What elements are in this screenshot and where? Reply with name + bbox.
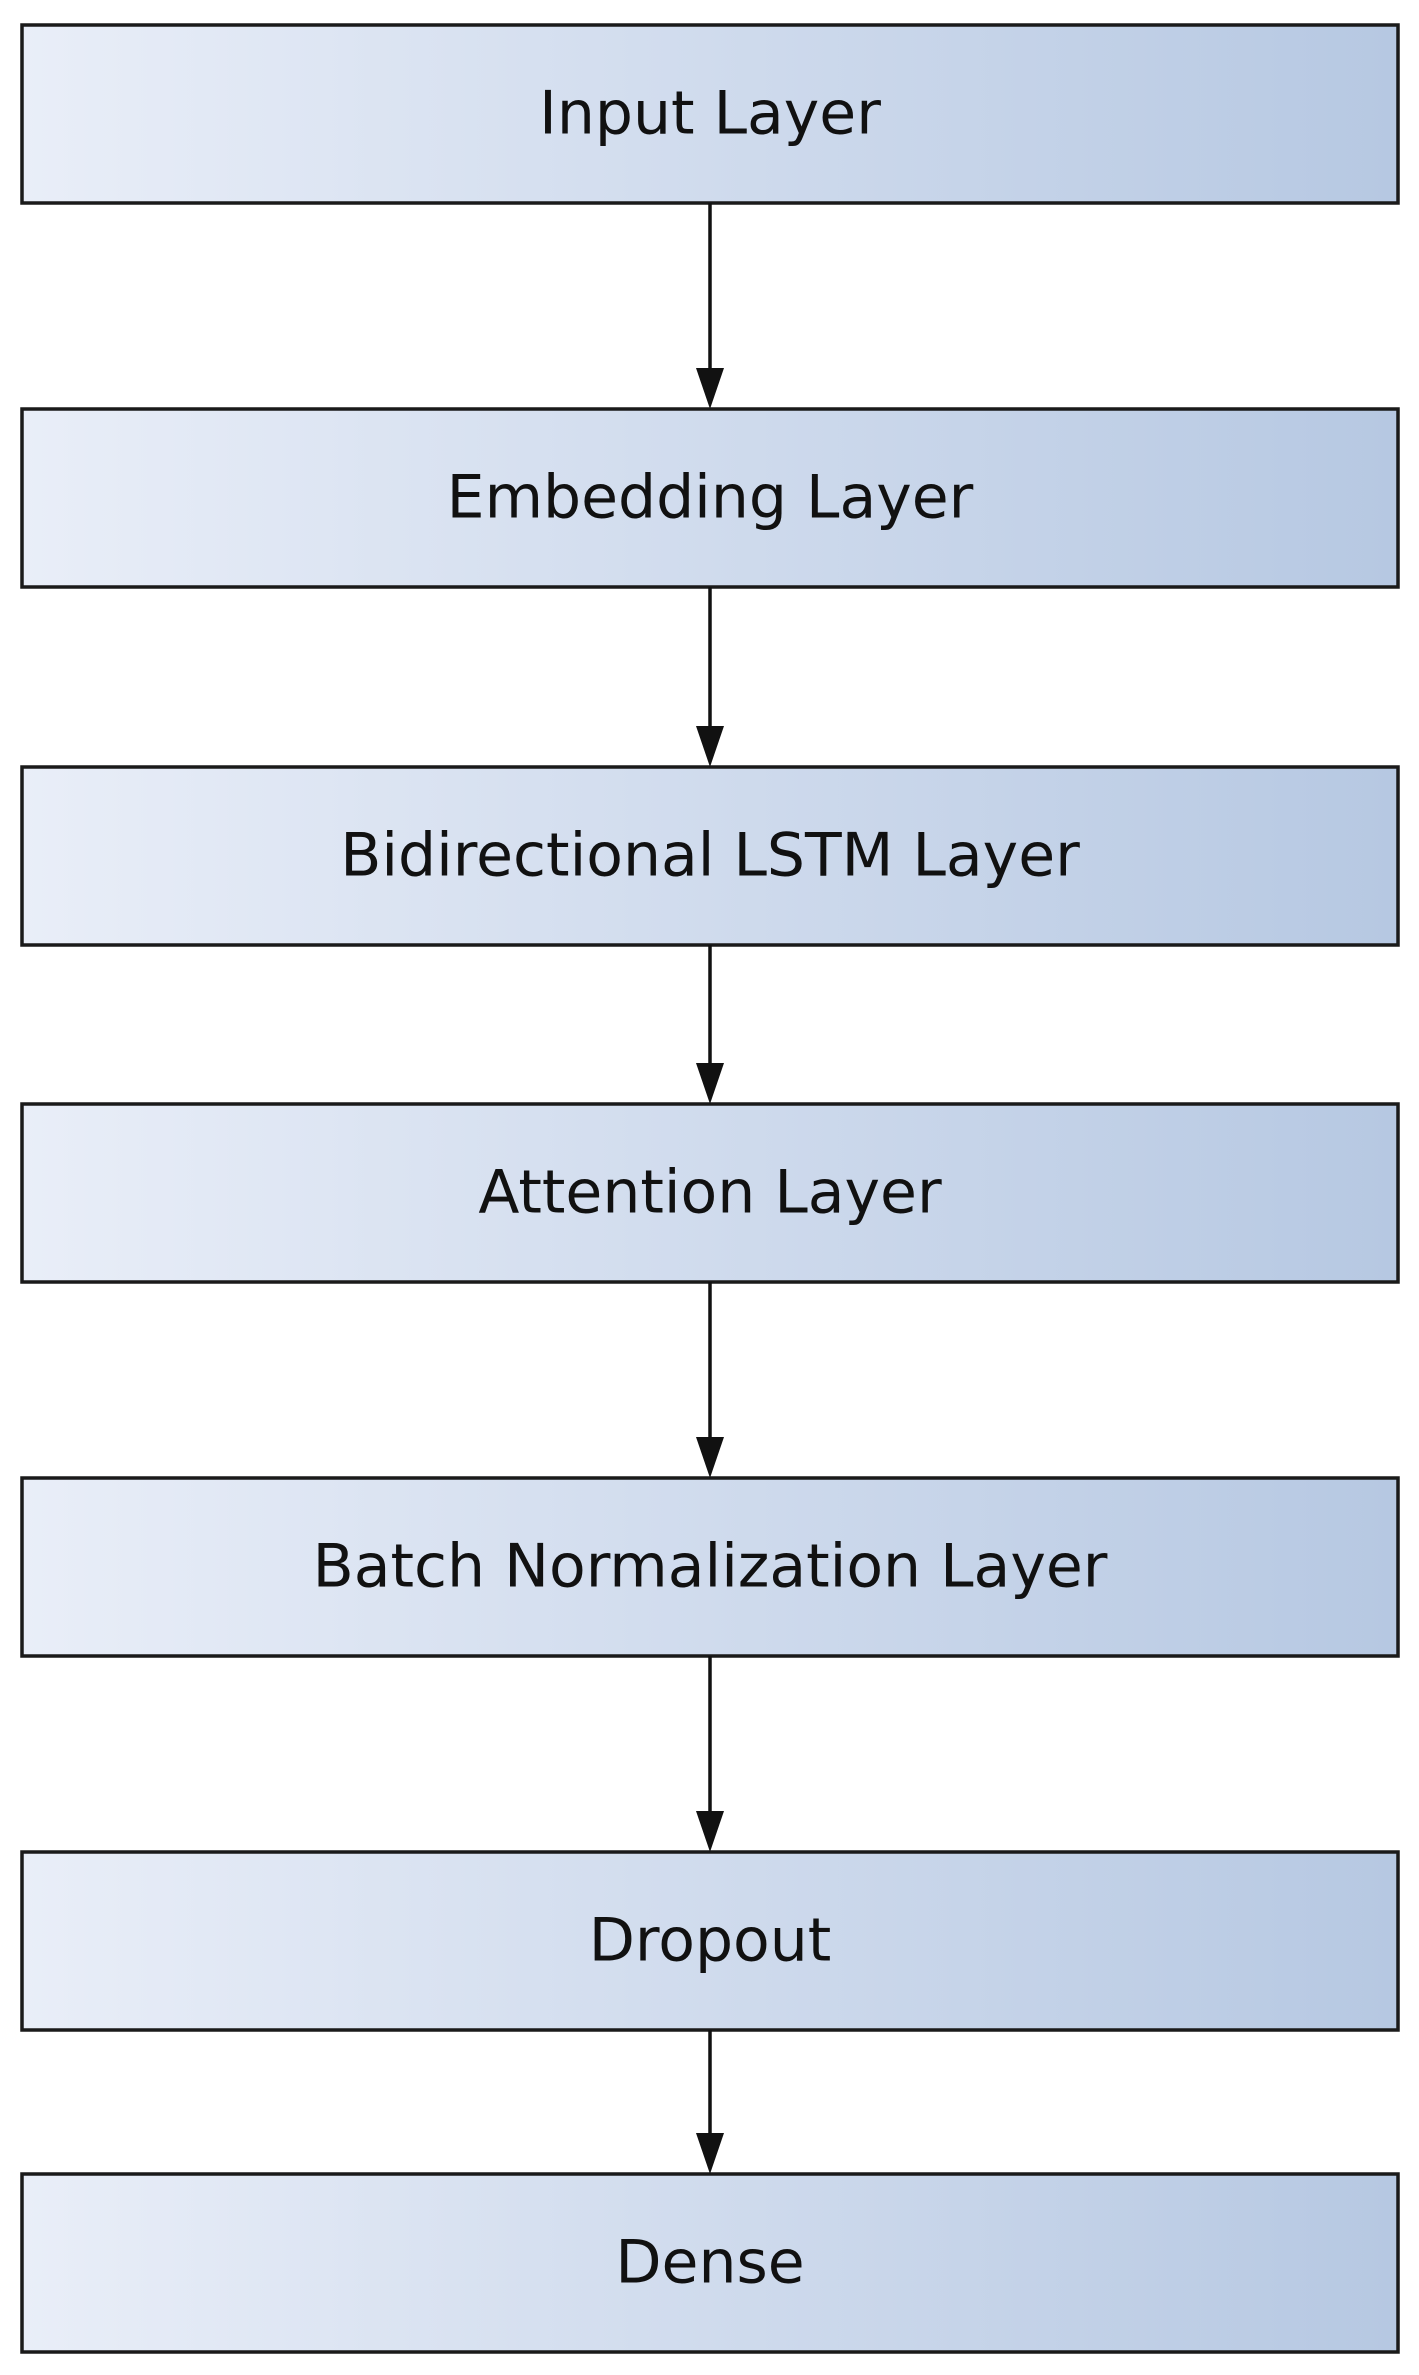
layer-label-attention: Attention Layer: [478, 1158, 942, 1228]
layer-box-batchnorm: Batch Normalization Layer: [20, 1476, 1400, 1658]
layer-box-input: Input Layer: [20, 23, 1400, 205]
layer-box-embedding: Embedding Layer: [20, 407, 1400, 589]
layer-label-input: Input Layer: [539, 79, 881, 149]
layer-label-dropout: Dropout: [589, 1906, 832, 1976]
arrow-batchnorm-to-dropout: [696, 1656, 724, 1852]
arrow-bilstm-to-attention: [696, 945, 724, 1104]
layer-label-dense: Dense: [615, 2228, 804, 2298]
layer-box-dense: Dense: [20, 2172, 1400, 2354]
layer-box-dropout: Dropout: [20, 1850, 1400, 2032]
layer-label-batchnorm: Batch Normalization Layer: [313, 1532, 1108, 1602]
layer-label-bilstm: Bidirectional LSTM Layer: [340, 821, 1080, 891]
arrow-attention-to-batchnorm: [696, 1282, 724, 1478]
layer-box-bilstm: Bidirectional LSTM Layer: [20, 765, 1400, 947]
arrow-input-to-embedding: [696, 203, 724, 409]
layer-label-embedding: Embedding Layer: [447, 463, 974, 533]
layer-box-attention: Attention Layer: [20, 1102, 1400, 1284]
arrow-embedding-to-bilstm: [696, 587, 724, 767]
arrow-dropout-to-dense: [696, 2030, 724, 2174]
